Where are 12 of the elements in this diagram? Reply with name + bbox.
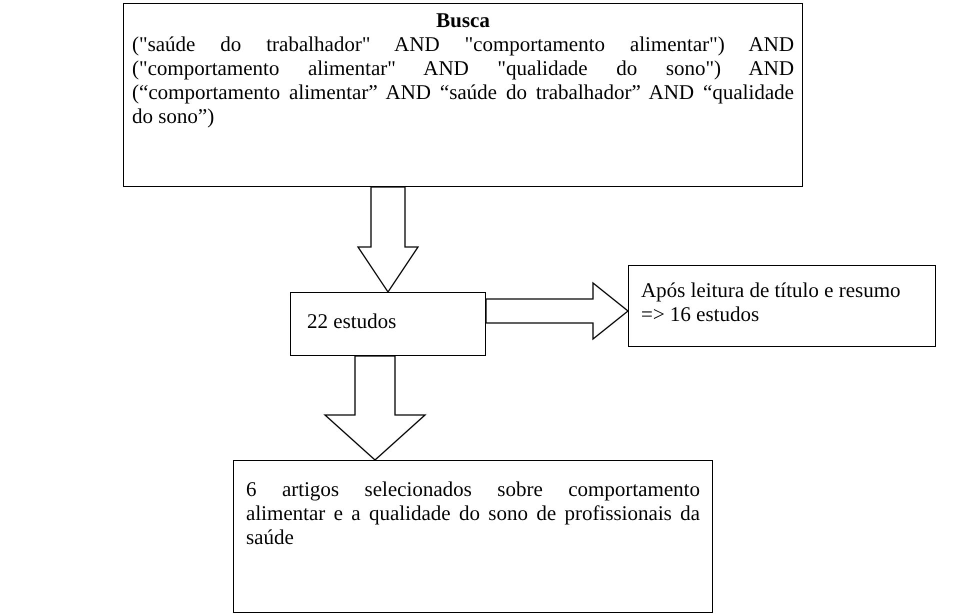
process-box: [628, 265, 936, 347]
block-arrow: [356, 186, 420, 294]
process-box: [290, 292, 486, 356]
process-box: [123, 3, 803, 187]
box-text: ("saúde do trabalhador" AND "comportamento alimentar") AND ("comportamento alimentar" AND "qualidade do sono") AND (“comportamento alimentar” AND “saúde do trabalhador” AND “qualidade do sono”): [132, 32, 794, 128]
block-arrow: [485, 282, 630, 340]
box-text: 22 estudos: [307, 309, 398, 333]
process-box: [233, 460, 713, 613]
box-text: Após leitura de título e resumo => 16 estudos: [641, 278, 902, 326]
box-heading: Busca: [435, 8, 491, 32]
block-arrow: [323, 355, 427, 461]
box-text: 6 artigos selecionados sobre comportamento alimentar e a qualidade do sono de profissionais da saúde: [246, 477, 700, 549]
